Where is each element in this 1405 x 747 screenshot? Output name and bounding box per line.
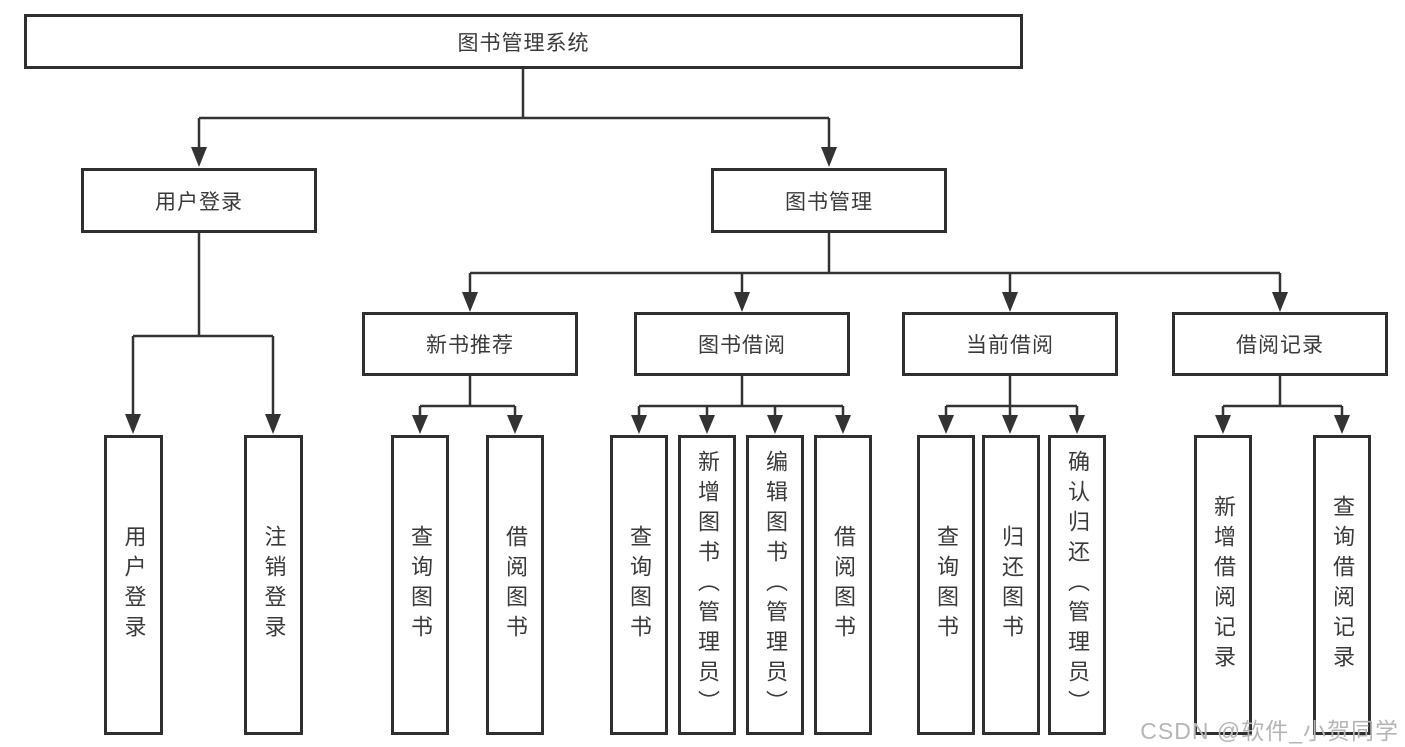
node-user-login: 用户登录 — [81, 168, 317, 233]
node-book-management-label: 图书管理 — [785, 190, 873, 214]
leaf-rec-query-book: 查询图书 — [391, 435, 449, 735]
leaf-bb-edit-book: 编辑图书（管理员） — [746, 435, 804, 735]
leaf-user-login: 用户登录 — [104, 435, 163, 735]
leaf-br-add-record-label: 新增借阅记录 — [1211, 495, 1236, 675]
leaf-cb-query-book-label: 查询图书 — [934, 525, 959, 645]
leaf-rec-borrow-book: 借阅图书 — [486, 435, 544, 735]
leaf-bb-query-book-label: 查询图书 — [627, 525, 652, 645]
leaf-logout-label: 注销登录 — [261, 525, 287, 645]
leaf-cb-confirm-return: 确认归还（管理员） — [1048, 435, 1106, 735]
leaf-br-query-record: 查询借阅记录 — [1313, 435, 1371, 735]
node-root: 图书管理系统 — [24, 14, 1023, 69]
csdn-watermark: CSDN @软件_小贺同学 — [1140, 718, 1399, 744]
leaf-bb-add-book-label: 新增图书（管理员） — [695, 450, 720, 720]
leaf-cb-return-book: 归还图书 — [982, 435, 1040, 735]
leaf-user-login-label: 用户登录 — [121, 525, 147, 645]
node-user-login-label: 用户登录 — [155, 190, 243, 214]
leaf-cb-return-book-label: 归还图书 — [999, 525, 1024, 645]
leaf-logout: 注销登录 — [244, 435, 303, 735]
node-new-book-recommend-label: 新书推荐 — [426, 334, 514, 357]
leaf-br-add-record: 新增借阅记录 — [1194, 435, 1252, 735]
leaf-rec-query-book-label: 查询图书 — [408, 525, 433, 645]
node-book-management: 图书管理 — [711, 168, 947, 233]
node-root-label: 图书管理系统 — [457, 31, 590, 55]
leaf-bb-borrow-book-label: 借阅图书 — [831, 525, 856, 645]
leaf-br-query-record-label: 查询借阅记录 — [1330, 495, 1355, 675]
leaf-bb-borrow-book: 借阅图书 — [814, 435, 872, 735]
node-book-borrow: 图书借阅 — [634, 312, 850, 376]
leaf-cb-query-book: 查询图书 — [917, 435, 975, 735]
node-current-borrow: 当前借阅 — [902, 312, 1118, 376]
leaf-bb-edit-book-label: 编辑图书（管理员） — [763, 450, 788, 720]
leaf-bb-query-book: 查询图书 — [610, 435, 668, 735]
node-new-book-recommend: 新书推荐 — [362, 312, 578, 376]
node-book-borrow-label: 图书借阅 — [698, 334, 786, 357]
node-current-borrow-label: 当前借阅 — [966, 334, 1054, 357]
leaf-cb-confirm-return-label: 确认归还（管理员） — [1065, 450, 1090, 720]
node-borrow-record: 借阅记录 — [1172, 312, 1388, 376]
node-borrow-record-label: 借阅记录 — [1236, 334, 1324, 357]
leaf-bb-add-book: 新增图书（管理员） — [678, 435, 736, 735]
leaf-rec-borrow-book-label: 借阅图书 — [503, 525, 528, 645]
